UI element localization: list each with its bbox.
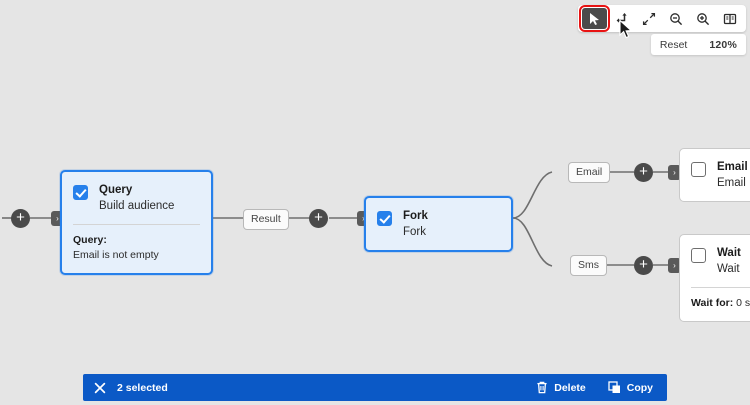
- node-wait-divider: [691, 287, 750, 289]
- node-fork-header: Fork Fork: [366, 198, 511, 250]
- move-tool-button[interactable]: [609, 8, 634, 29]
- node-email-checkbox[interactable]: [691, 162, 706, 177]
- node-wait-subtitle: Wait: [717, 262, 740, 275]
- node-wait[interactable]: Wait Wait Wait for: 0 secon: [679, 234, 750, 323]
- node-query-body: Query: Email is not empty: [62, 225, 211, 273]
- node-fork[interactable]: Fork Fork: [364, 196, 513, 253]
- add-node-button-start[interactable]: +: [11, 209, 30, 228]
- add-node-button-email-branch[interactable]: +: [634, 163, 653, 182]
- wait-input-port[interactable]: ›: [668, 258, 681, 273]
- zoom-reset-button[interactable]: Reset: [659, 38, 688, 51]
- edge-label-result[interactable]: Result: [243, 209, 289, 230]
- add-node-button-sms-branch[interactable]: +: [634, 256, 653, 275]
- delete-button[interactable]: Delete: [536, 381, 586, 394]
- fit-screen-icon: [642, 12, 655, 25]
- node-query-detail-label: Query:: [73, 234, 107, 247]
- node-wait-title: Wait: [717, 247, 741, 259]
- node-query-detail-value: Email is not empty: [73, 249, 159, 262]
- node-wait-detail-value: 0 secon: [736, 297, 750, 310]
- close-icon: [94, 382, 106, 393]
- node-query-subtitle: Build audience: [99, 199, 175, 212]
- node-email-subtitle: Email: [717, 176, 746, 189]
- map-icon: [723, 13, 736, 24]
- node-email-title: Email: [717, 161, 748, 173]
- node-wait-titles: Wait Wait: [717, 246, 741, 277]
- zoom-out-button[interactable]: [663, 8, 688, 29]
- map-overview-button[interactable]: [717, 8, 742, 29]
- node-fork-titles: Fork Fork: [403, 209, 428, 240]
- email-input-port[interactable]: ›: [668, 165, 681, 180]
- node-query-divider: [73, 224, 200, 226]
- copy-icon-wrap: [608, 381, 621, 394]
- node-wait-header: Wait Wait: [680, 235, 750, 287]
- node-query-header: Query Build audience: [62, 172, 211, 224]
- copy-button[interactable]: Copy: [608, 381, 653, 394]
- node-email-titles: Email Email: [717, 160, 748, 191]
- zoom-in-icon: [696, 12, 709, 25]
- node-wait-checkbox[interactable]: [691, 248, 706, 263]
- node-query-checkbox[interactable]: [73, 185, 88, 200]
- selection-action-bar: 2 selected Delete: [83, 374, 667, 401]
- selection-count-label: 2 selected: [117, 381, 168, 394]
- copy-icon: [608, 381, 620, 393]
- close-selection-button[interactable]: [94, 382, 106, 394]
- copy-label: Copy: [626, 381, 653, 394]
- canvas-toolbar: [578, 5, 746, 32]
- edge-label-email[interactable]: Email: [568, 162, 611, 183]
- zoom-status-bar: Reset 120%: [650, 34, 746, 55]
- node-query-title: Query: [99, 184, 133, 196]
- trash-icon-wrap: [536, 381, 548, 394]
- node-email[interactable]: Email Email: [679, 148, 750, 203]
- select-tool-button[interactable]: [579, 5, 610, 32]
- cursor-arrow-icon: [589, 12, 599, 25]
- selection-info: 2 selected: [94, 382, 168, 394]
- fit-to-screen-button[interactable]: [636, 8, 661, 29]
- node-fork-checkbox[interactable]: [377, 211, 392, 226]
- edge-label-sms[interactable]: Sms: [570, 255, 607, 276]
- trash-icon: [537, 381, 547, 394]
- zoom-in-button[interactable]: [690, 8, 715, 29]
- node-fork-title: Fork: [403, 210, 428, 222]
- move-arrow-icon: [616, 12, 627, 23]
- node-query[interactable]: Query Build audience Query: Email is not…: [60, 170, 213, 276]
- node-wait-body: Wait for: 0 secon: [680, 288, 750, 321]
- selection-actions: Delete Copy: [536, 381, 653, 394]
- delete-label: Delete: [554, 381, 586, 394]
- node-wait-detail-label: Wait for:: [691, 297, 734, 310]
- node-email-header: Email Email: [680, 149, 750, 201]
- node-query-titles: Query Build audience: [99, 183, 174, 214]
- zoom-level-value: 120%: [709, 38, 737, 51]
- zoom-out-icon: [669, 12, 682, 25]
- add-node-button-after-result[interactable]: +: [309, 209, 328, 228]
- node-fork-subtitle: Fork: [403, 225, 426, 238]
